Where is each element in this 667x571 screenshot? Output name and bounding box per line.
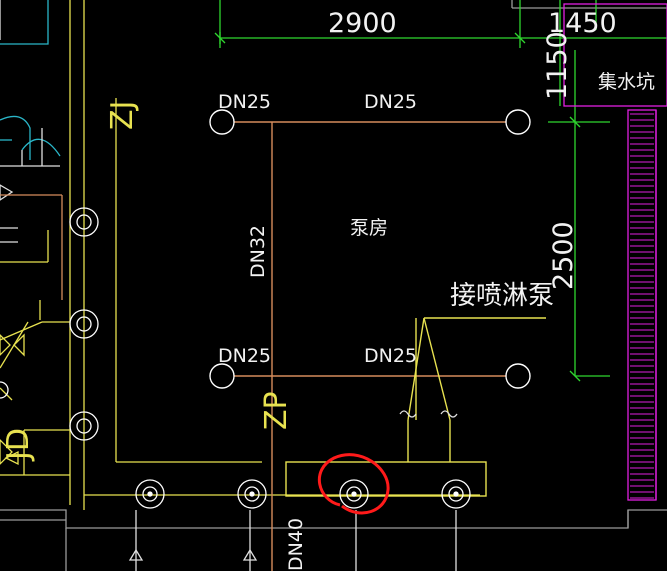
bottom-verticals	[128, 510, 457, 571]
pipe-size-top-center: DN25	[364, 91, 417, 113]
bottom-risers	[135, 479, 471, 509]
dimension-2500: 2500	[548, 221, 579, 290]
pipe-size-top-left: DN25	[218, 91, 271, 113]
valve-bottom-left	[209, 363, 235, 389]
left-white-fixtures	[0, 0, 60, 243]
pipe-size-riser: DN32	[247, 225, 269, 278]
pipe-network	[234, 121, 506, 571]
dimension-1450: 1450	[548, 8, 617, 39]
dimension-lines	[214, 0, 667, 382]
left-risers	[69, 207, 99, 441]
sump-hatch	[630, 113, 654, 499]
sprinkler-pump-label: 接喷淋泵	[450, 281, 554, 311]
left-valve-symbols	[0, 300, 41, 466]
valve-bottom-right	[505, 363, 531, 389]
highlight-circle	[317, 453, 390, 515]
pipe-size-bottom-center: DN25	[364, 345, 417, 367]
valves	[209, 109, 531, 389]
riser-tag-left: JD	[1, 428, 36, 462]
dimension-2900: 2900	[328, 8, 397, 39]
pump-waves	[399, 410, 458, 418]
room-label: 泵房	[350, 217, 388, 239]
valve-top-right	[505, 109, 531, 135]
valve-top-left	[209, 109, 235, 135]
riser-tag-mid: ZP	[259, 391, 294, 430]
sump-label: 集水坑	[598, 71, 655, 93]
riser-tag-top: ZJ	[105, 101, 140, 130]
sump-pit	[563, 3, 667, 501]
dimension-1150: 1150	[542, 31, 573, 100]
pipe-size-bottom: DN40	[285, 518, 307, 571]
pipe-size-bottom-left: DN25	[218, 345, 271, 367]
left-pipes	[0, 0, 480, 510]
left-edge-circle	[0, 381, 9, 399]
left-fixtures	[0, 0, 61, 160]
